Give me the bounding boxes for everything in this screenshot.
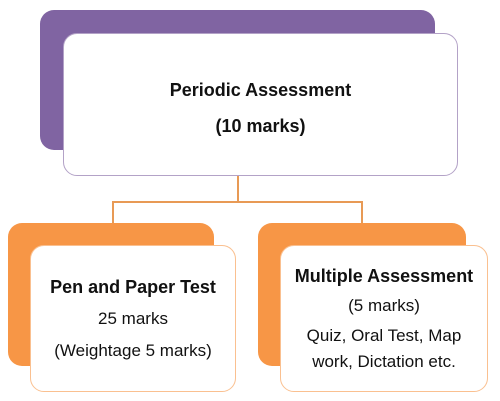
right-box-marks: (5 marks) xyxy=(348,295,420,315)
right-box: Multiple Assessment (5 marks) Quiz, Oral… xyxy=(280,245,488,392)
top-box: Periodic Assessment (10 marks) xyxy=(63,33,458,176)
right-box-title: Multiple Assessment xyxy=(294,265,474,286)
connector-vertical-right xyxy=(361,201,363,223)
left-box-marks: 25 marks xyxy=(98,308,168,328)
top-box-marks: (10 marks) xyxy=(215,115,306,136)
left-box: Pen and Paper Test 25 marks (Weightage 5… xyxy=(30,245,236,392)
right-box-details-line1: Quiz, Oral Test, Map xyxy=(306,325,462,345)
right-box-details-line2: work, Dictation etc. xyxy=(312,351,456,371)
top-box-title: Periodic Assessment xyxy=(169,79,352,100)
connector-vertical-main xyxy=(237,176,239,202)
left-box-weightage: (Weightage 5 marks) xyxy=(54,340,212,360)
connector-vertical-left xyxy=(112,201,114,223)
connector-horizontal xyxy=(112,201,363,203)
left-box-title: Pen and Paper Test xyxy=(50,276,216,297)
